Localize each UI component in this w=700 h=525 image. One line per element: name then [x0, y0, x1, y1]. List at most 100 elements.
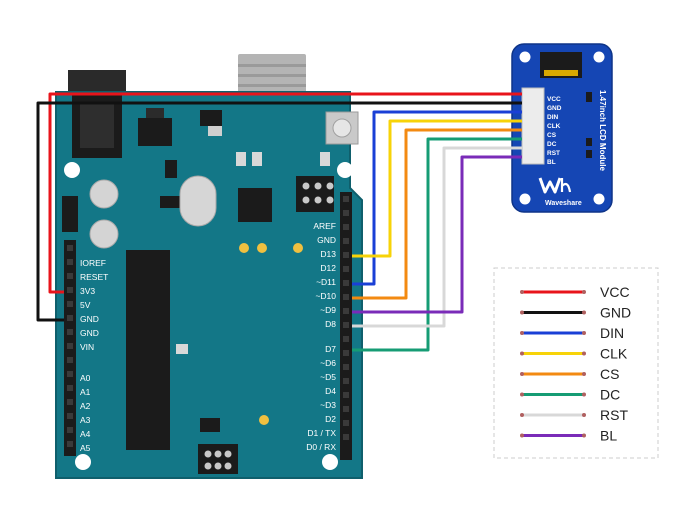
legend-box	[493, 267, 659, 459]
wire-cs	[352, 128, 522, 300]
legend-label: DC	[600, 387, 620, 403]
microcontroller	[126, 250, 170, 450]
module-pin-label: GND	[547, 105, 562, 112]
module-pin-label: CLK	[547, 123, 561, 130]
led	[257, 243, 267, 253]
module-pin-label: CS	[547, 132, 557, 139]
pin-hole	[343, 196, 349, 202]
waveshare-logo-icon	[538, 177, 572, 194]
pin-hole	[67, 301, 73, 307]
pin-label: D12	[320, 263, 336, 273]
pin-hole	[67, 329, 73, 335]
pin-hole	[343, 336, 349, 342]
smd-part	[236, 152, 246, 166]
pin-label: ~D10	[315, 291, 336, 301]
pin-label: 5V	[80, 300, 91, 310]
module-pin-label: BL	[547, 159, 556, 166]
wire-rst	[352, 146, 522, 328]
pin-hole	[343, 364, 349, 370]
arduino-board: IOREF RESET 3V3 5V GND GND VIN A0 A1 A2 …	[55, 54, 363, 479]
module-pin-label: DC	[547, 141, 557, 148]
smd-part	[160, 196, 182, 208]
module-brand: Waveshare	[545, 200, 582, 207]
pin-hole	[343, 434, 349, 440]
smd-part	[200, 110, 222, 126]
right-pin-labels: AREF GND D13 D12 ~D11 ~D10 ~D9 D8 D7 ~D6…	[306, 221, 336, 452]
pin-label: 3V3	[80, 286, 95, 296]
pin-hole	[67, 343, 73, 349]
wires	[36, 92, 522, 352]
module-pin-label: VCC	[547, 96, 561, 103]
pin-hole	[67, 385, 73, 391]
wire-vcc	[48, 92, 522, 294]
pin-connector	[521, 87, 545, 165]
wire-din	[352, 110, 522, 286]
mounting-hole	[519, 193, 531, 205]
legend-label: GND	[600, 305, 631, 321]
legend-label: BL	[600, 428, 617, 444]
lcd-module: VCC GND DIN CLK CS DC RST BL 1.47inch LC…	[511, 43, 613, 213]
led	[239, 243, 249, 253]
pin-label: A4	[80, 429, 91, 439]
pin-label: ~D6	[320, 358, 336, 368]
mounting-hole	[322, 454, 338, 470]
mounting-hole	[519, 51, 531, 63]
module-title: 1.47inch LCD Module	[598, 90, 607, 171]
pin-hole	[343, 322, 349, 328]
crystal	[179, 175, 217, 227]
pin-hole	[67, 413, 73, 419]
legend-label: CLK	[600, 346, 628, 362]
pin-hole	[343, 210, 349, 216]
smd-part	[252, 152, 262, 166]
mounting-hole	[75, 454, 91, 470]
module-pcb	[511, 43, 613, 213]
capacitor	[89, 219, 119, 249]
pin-label: D4	[325, 386, 336, 396]
pin-label: D1 / TX	[307, 428, 336, 438]
wire-dc	[352, 137, 522, 352]
mounting-hole	[593, 193, 605, 205]
pin-hole	[67, 399, 73, 405]
diode	[62, 196, 78, 232]
pin-label: RESET	[80, 272, 108, 282]
pin-hole	[67, 357, 73, 363]
pin-hole	[67, 259, 73, 265]
pin-hole	[343, 252, 349, 258]
led	[259, 415, 269, 425]
pin-hole	[343, 294, 349, 300]
pin-hole	[343, 420, 349, 426]
pin-label: GND	[80, 328, 99, 338]
pin-label: GND	[80, 314, 99, 324]
pin-hole	[343, 392, 349, 398]
usb-chip	[238, 188, 272, 222]
mounting-hole	[64, 162, 80, 178]
pin-label: A0	[80, 373, 91, 383]
led	[293, 243, 303, 253]
legend-label: RST	[600, 407, 628, 423]
pin-hole	[67, 273, 73, 279]
wire-clk	[352, 119, 522, 258]
smd-part	[320, 152, 330, 166]
pin-label: D2	[325, 414, 336, 424]
pin-label: IOREF	[80, 258, 106, 268]
pin-hole	[67, 287, 73, 293]
pin-hole	[343, 266, 349, 272]
pin-label: D7	[325, 344, 336, 354]
pin-label: D13	[320, 249, 336, 259]
pin-label: A3	[80, 415, 91, 425]
pin-label: A1	[80, 387, 91, 397]
legend-label: DIN	[600, 325, 624, 341]
pin-label: A5	[80, 443, 91, 453]
pin-hole	[67, 315, 73, 321]
pin-hole	[343, 238, 349, 244]
left-pin-labels: IOREF RESET 3V3 5V GND GND VIN A0 A1 A2 …	[80, 258, 108, 453]
voltage-regulator	[138, 118, 172, 146]
mounting-hole	[337, 162, 353, 178]
module-pin-label: DIN	[547, 114, 559, 121]
pin-label: ~D5	[320, 372, 336, 382]
capacitor	[89, 179, 119, 209]
legend-label: CS	[600, 366, 619, 382]
pin-hole	[67, 371, 73, 377]
icsp-header-top	[296, 176, 334, 212]
